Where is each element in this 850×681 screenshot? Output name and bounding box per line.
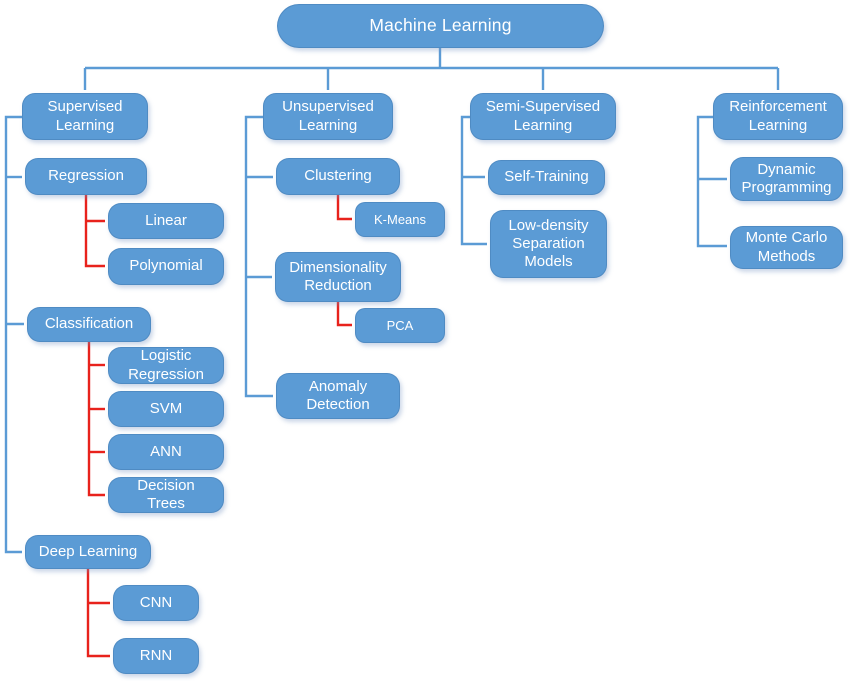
node-cnn: CNN [113, 585, 199, 621]
node-linear: Linear [108, 203, 224, 239]
node-polynomial: Polynomial [108, 248, 224, 285]
connector-clustering-to-k-means [336, 195, 352, 221]
node-deep-learning: Deep Learning [25, 535, 151, 569]
connector-deep-learning-to-rnn [86, 569, 110, 658]
node-svm: SVM [108, 391, 224, 427]
node-decision-trees: Decision Trees [108, 477, 224, 513]
node-pca: PCA [355, 308, 445, 343]
node-logistic-regression: Logistic Regression [108, 347, 224, 384]
node-ann: ANN [108, 434, 224, 470]
node-monte-carlo-methods: Monte Carlo Methods [730, 226, 843, 269]
node-dimensionality-reduction: Dimensionality Reduction [275, 252, 401, 302]
node-regression: Regression [25, 158, 147, 195]
node-reinforcement-learning: Reinforcement Learning [713, 93, 843, 140]
connector-supervised-to-deep-learning [4, 115, 22, 554]
node-low-density-separation-models: Low-density Separation Models [490, 210, 607, 278]
node-rnn: RNN [113, 638, 199, 674]
node-semi-supervised-learning: Semi-Supervised Learning [470, 93, 616, 140]
node-unsupervised-learning: Unsupervised Learning [263, 93, 393, 140]
node-anomaly-detection: Anomaly Detection [276, 373, 400, 419]
node-dynamic-programming: Dynamic Programming [730, 157, 843, 201]
connector-regression-to-polynomial [84, 195, 105, 268]
connector-unsupervised-to-anomaly-detection [244, 115, 273, 398]
node-machine-learning: Machine Learning [277, 4, 604, 48]
node-supervised-learning: Supervised Learning [22, 93, 148, 140]
node-classification: Classification [27, 307, 151, 342]
node-k-means: K-Means [355, 202, 445, 237]
connector-classification-to-decision-trees [87, 342, 105, 497]
connector-root-trunk [85, 48, 778, 70]
node-clustering: Clustering [276, 158, 400, 195]
node-self-training: Self-Training [488, 160, 605, 195]
connector-dimensionality-reduction-to-pca [336, 302, 352, 327]
